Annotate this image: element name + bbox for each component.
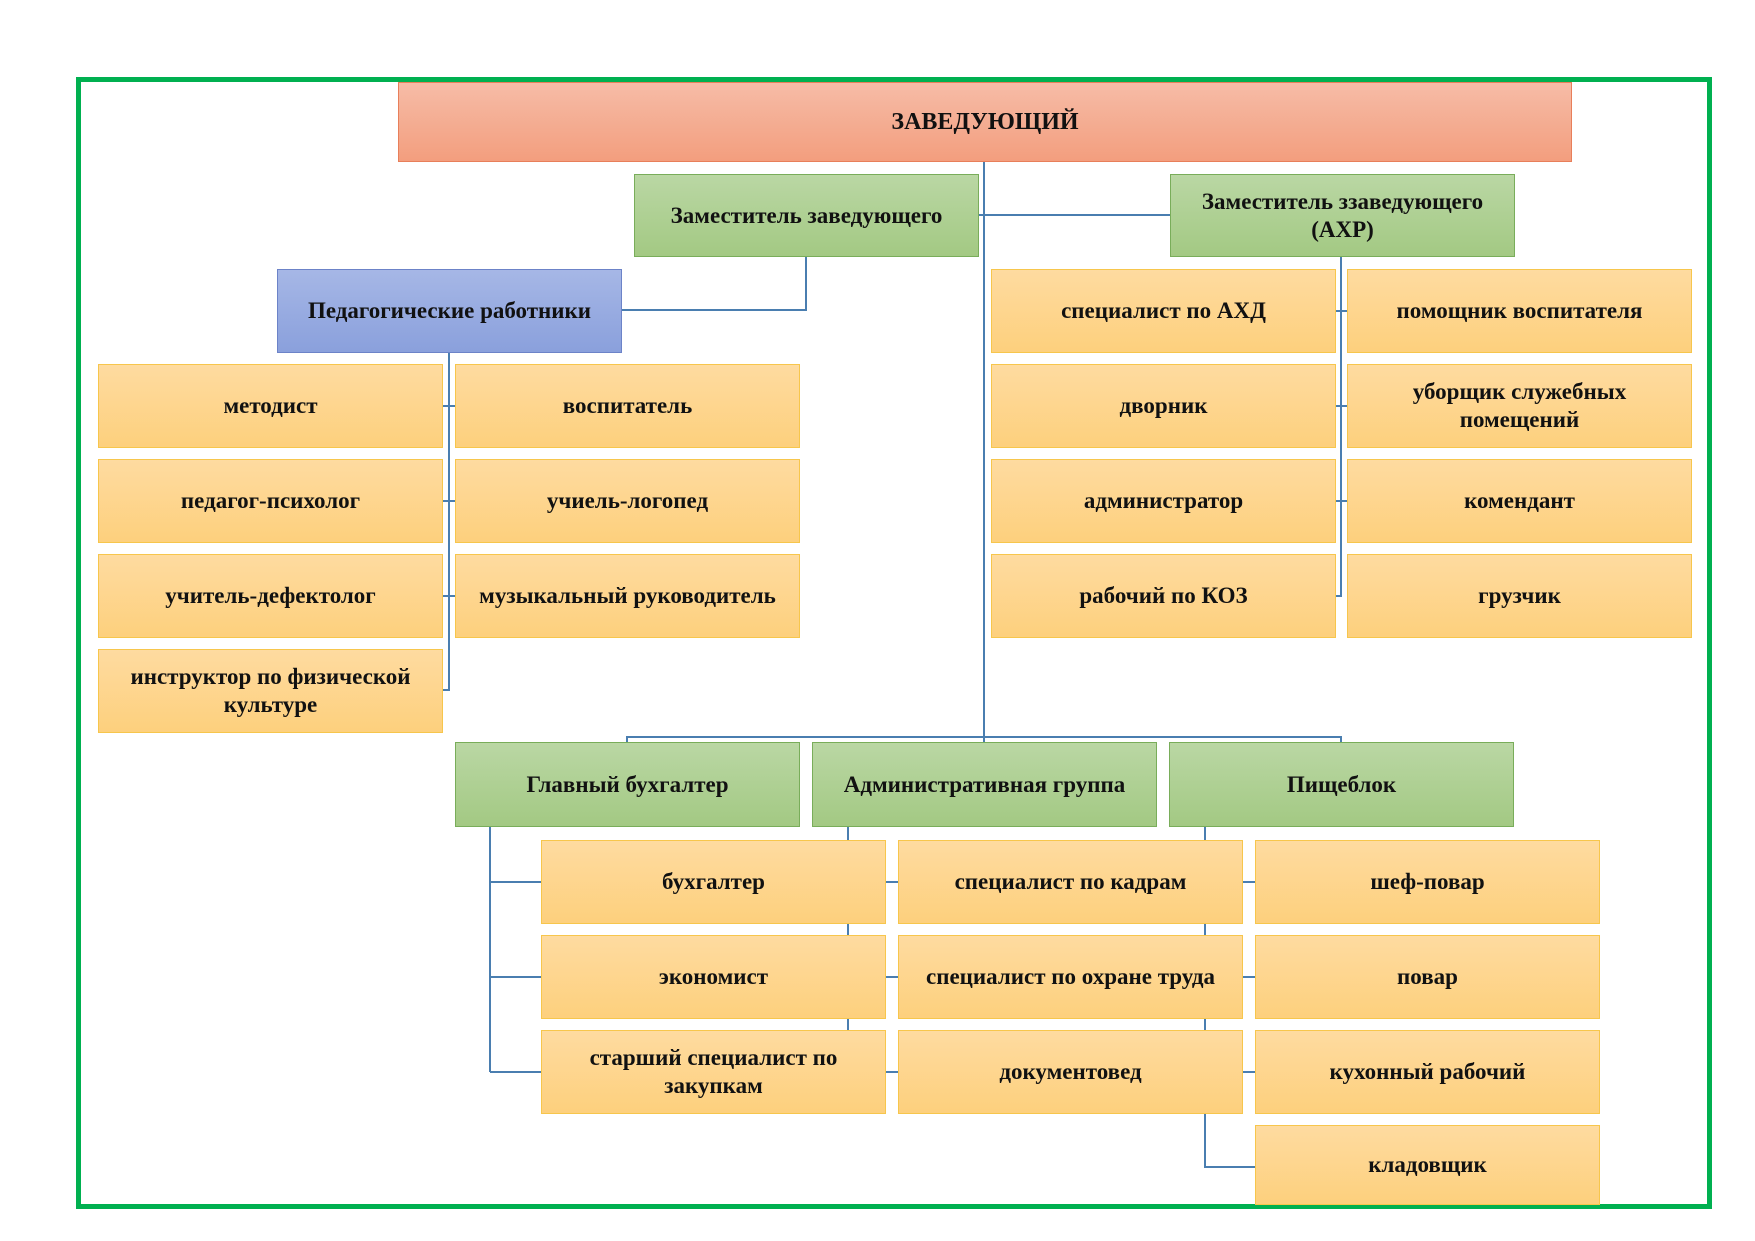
head-box: ЗАВЕДУЮЩИЙ	[398, 82, 1572, 162]
ahr-item: комендант	[1347, 459, 1692, 543]
deputy-ahr-box: Заместитель ззаведующего (АХР)	[1170, 174, 1515, 257]
ahr-item: помощник воспитателя	[1347, 269, 1692, 353]
connector-ahr-branches	[1335, 310, 1347, 502]
item-label: воспитатель	[562, 393, 693, 419]
pedagogical-item: инструктор по физической культуре	[98, 649, 443, 733]
item-label: инструктор по физической культуре	[130, 664, 411, 717]
item-label: старший специалист по закупкам	[589, 1045, 838, 1098]
deputy-ahr-label: Заместитель ззаведующего (АХР)	[1201, 188, 1484, 242]
pedagogical-item: учитель-дефектолог	[98, 554, 443, 638]
kitchen-title: Пищеблок	[1286, 771, 1397, 797]
admin-item: документовед	[898, 1030, 1243, 1114]
connector-deputy-pedagogical	[620, 257, 807, 311]
kitchen-box: Пищеблок	[1169, 742, 1514, 827]
item-label: администратор	[1083, 488, 1244, 514]
admin-item: специалист по охране труда	[898, 935, 1243, 1019]
diagram-frame	[76, 77, 1712, 1209]
chief-accountant-box: Главный бухгалтер	[455, 742, 800, 827]
item-label: специалист по АХД	[1061, 298, 1266, 324]
item-label: шеф-повар	[1370, 869, 1485, 895]
item-label: кухонный рабочий	[1329, 1059, 1526, 1085]
accountant-item: старший специалист по закупкам	[541, 1030, 886, 1114]
pedagogical-item: учиель-логопед	[455, 459, 800, 543]
head-label: ЗАВЕДУЮЩИЙ	[891, 108, 1079, 135]
ahr-item: специалист по АХД	[991, 269, 1336, 353]
pedagogical-item: воспитатель	[455, 364, 800, 448]
item-label: методист	[223, 393, 318, 419]
pedagogical-title: Педагогические работники	[307, 298, 592, 324]
ahr-item: дворник	[991, 364, 1336, 448]
item-label: повар	[1397, 964, 1458, 990]
item-label: музыкальный руководитель	[479, 583, 776, 609]
kitchen-item: шеф-повар	[1255, 840, 1600, 924]
connector-accountant-branches	[490, 881, 541, 1073]
ahr-item: администратор	[991, 459, 1336, 543]
kitchen-item: повар	[1255, 935, 1600, 1019]
item-label: помощник воспитателя	[1396, 298, 1643, 324]
item-label: экономист	[658, 964, 769, 990]
admin-group-box: Административная группа	[812, 742, 1157, 827]
item-label: комендант	[1464, 488, 1575, 514]
chief-accountant-title: Главный бухгалтер	[526, 771, 729, 797]
accountant-item: бухгалтер	[541, 840, 886, 924]
accountant-item: экономист	[541, 935, 886, 1019]
item-label: рабочий по КОЗ	[1079, 583, 1248, 609]
pedagogical-item: музыкальный руководитель	[455, 554, 800, 638]
admin-item: специалист по кадрам	[898, 840, 1243, 924]
ahr-item: уборщик служебных помещений	[1347, 364, 1692, 448]
pedagogical-box: Педагогические работники	[277, 269, 622, 353]
kitchen-item: кухонный рабочий	[1255, 1030, 1600, 1114]
item-label: грузчик	[1478, 583, 1561, 609]
connector-kitchen-branches	[1243, 881, 1255, 1073]
item-label: специалист по кадрам	[954, 869, 1187, 895]
admin-group-title: Административная группа	[843, 771, 1126, 797]
item-label: бухгалтер	[662, 869, 765, 895]
deputy-label: Заместитель заведующего	[670, 202, 943, 228]
item-label: кладовщик	[1368, 1152, 1487, 1178]
item-label: специалист по охране труда	[926, 964, 1215, 990]
item-label: дворник	[1119, 393, 1208, 419]
item-label: уборщик служебных помещений	[1412, 379, 1627, 432]
connector-pedagogical-trunk	[443, 353, 450, 691]
kitchen-item: кладовщик	[1255, 1125, 1600, 1205]
pedagogical-item: методист	[98, 364, 443, 448]
deputy-box: Заместитель заведующего	[634, 174, 979, 257]
item-label: учитель-дефектолог	[165, 583, 376, 609]
ahr-item: грузчик	[1347, 554, 1692, 638]
connector-pedagogical-branches	[443, 405, 455, 597]
connector-bottom-bus	[626, 736, 1342, 742]
connector-ahr-trunk	[1335, 257, 1342, 597]
ahr-item: рабочий по КОЗ	[991, 554, 1336, 638]
connector-admin-branches	[886, 881, 898, 1073]
item-label: педагог-психолог	[180, 488, 361, 514]
pedagogical-item: педагог-психолог	[98, 459, 443, 543]
item-label: учиель-логопед	[546, 488, 709, 514]
item-label: документовед	[999, 1059, 1142, 1085]
